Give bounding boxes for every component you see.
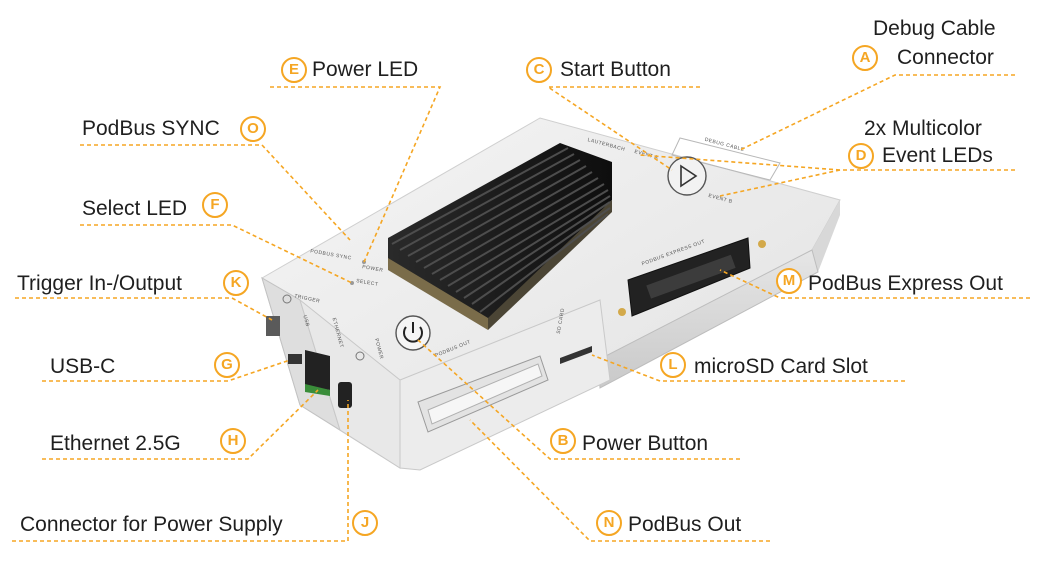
podbus-express-connector [618, 237, 766, 317]
leader-k [15, 297, 273, 321]
callout-e-badge: E [281, 57, 307, 83]
callout-m-badge: M [776, 268, 802, 294]
leader-d-2 [719, 169, 841, 197]
callout-j-badge: J [352, 510, 378, 536]
callout-m-label: PodBus Express Out [808, 272, 1003, 295]
callout-n-badge: N [596, 510, 622, 536]
leader-b [417, 339, 740, 460]
callout-f-label: Select LED [82, 197, 188, 220]
callout-a-label-line2: Connector [897, 46, 994, 69]
leader-c [545, 86, 700, 171]
podbus-out-connector [417, 355, 549, 433]
leader-n [469, 419, 770, 542]
callout-b-label: Power Button [582, 432, 709, 455]
leader-e [270, 86, 442, 263]
callout-e-label: Power LED [312, 58, 419, 81]
callout-l-label: microSD Card Slot [694, 355, 868, 378]
callout-b-badge: B [550, 428, 576, 454]
callout-o-badge: O [240, 116, 266, 142]
power-button-graphic [395, 315, 431, 351]
callout-f-badge: F [202, 192, 228, 218]
leader-j [12, 400, 349, 542]
callout-c-label: Start Button [560, 58, 671, 81]
callout-j-label: Connector for Power Supply [20, 513, 283, 536]
left-ports [266, 316, 352, 408]
callout-k-label: Trigger In-/Output [17, 272, 182, 295]
callout-a-badge: A [852, 45, 878, 71]
callout-c-badge: C [526, 57, 552, 83]
callout-g-badge: G [214, 352, 240, 378]
debug-cable-recess [671, 137, 781, 181]
callout-h-badge: H [220, 428, 246, 454]
callout-d-badge: D [848, 143, 874, 169]
leader-l [591, 354, 905, 382]
callout-l-badge: L [660, 352, 686, 378]
leader-o [80, 144, 351, 241]
leader-f [80, 224, 353, 284]
power-port-dot [355, 351, 365, 361]
microsd-slot [560, 346, 592, 364]
leader-m [719, 269, 1030, 299]
callout-a-label-line1: Debug Cable [873, 17, 996, 40]
callout-o-label: PodBus SYNC [82, 117, 220, 140]
leader-a [739, 74, 1015, 151]
callout-d-label-line2: Event LEDs [882, 144, 993, 167]
trigger-port-dot [282, 294, 292, 304]
start-button-graphic [667, 156, 707, 196]
leader-h [42, 389, 319, 460]
callout-h-label: Ethernet 2.5G [50, 432, 181, 455]
callout-g-label: USB-C [50, 355, 116, 378]
callout-k-badge: K [223, 270, 249, 296]
heatsink [388, 143, 612, 330]
leader-g [42, 359, 291, 382]
callout-n-label: PodBus Out [628, 513, 742, 536]
callout-d-label-line1: 2x Multicolor [864, 117, 982, 140]
